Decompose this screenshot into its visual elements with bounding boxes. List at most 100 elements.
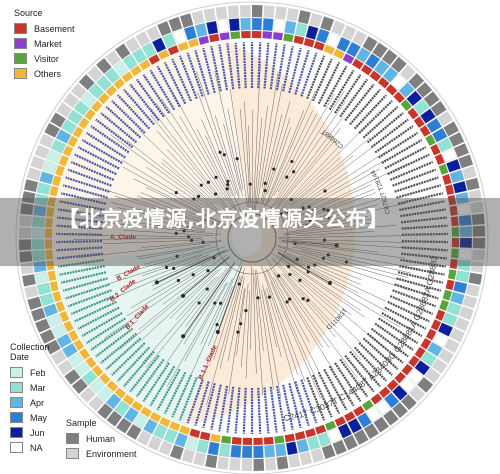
tip-label-glyphs [242, 42, 247, 89]
environment-swatch [66, 448, 79, 459]
sample-ring-cell [181, 448, 195, 464]
sample-ring-cell [471, 213, 485, 225]
date-ring-cell [34, 271, 49, 284]
source-ring-cell [62, 145, 74, 157]
date-ring-cell [67, 109, 84, 125]
source-ring-cell [242, 437, 252, 445]
tree-branch [279, 241, 406, 259]
tree-branch [251, 110, 254, 213]
clade-label: A_Clade [110, 234, 136, 241]
date-ring-cell [426, 117, 442, 133]
source-ring-cell [121, 71, 134, 83]
date-ring-cell [241, 445, 253, 459]
tip-label-glyphs [387, 153, 430, 176]
source-ring-cell [46, 207, 55, 218]
sample-ring-cell [391, 56, 407, 73]
sample-ring-cell [78, 74, 95, 91]
date-ring-cell [337, 423, 353, 439]
tree-node [212, 256, 216, 260]
source-ring-cell [393, 91, 405, 104]
source-ring-cell [47, 270, 57, 282]
tree-node [174, 211, 178, 215]
tree-branch [146, 267, 228, 368]
date-ring-cell [172, 29, 187, 45]
source-ring-cell [188, 38, 199, 48]
tip-label-glyphs [384, 306, 427, 330]
tip-label-glyphs [56, 224, 103, 230]
sample-ring-cell [430, 101, 447, 117]
tree-branch [260, 113, 283, 202]
tip-label-glyphs [171, 58, 192, 102]
tree-branch [156, 130, 237, 221]
tip-label-glyphs [90, 125, 130, 154]
sample-ring-cell [27, 296, 42, 311]
date-ring-cell [62, 343, 78, 359]
tip-label-glyphs [123, 350, 155, 388]
tree-branch [136, 195, 222, 228]
source-ring-cell [451, 227, 459, 237]
tip-label-glyphs [156, 368, 181, 411]
tree-branch [270, 281, 321, 399]
date-ring-cell [42, 160, 58, 174]
source-ring-cell [169, 421, 181, 432]
date-ring-cell [104, 67, 121, 84]
source-ring-cell [438, 163, 449, 175]
sample-ring-cell [408, 73, 425, 89]
date-ring-cell [374, 59, 390, 76]
tree-branch [138, 255, 230, 330]
may-swatch [10, 412, 23, 423]
tip-label-glyphs [275, 44, 286, 91]
source-ring-cell [199, 431, 211, 441]
tree-node [175, 254, 179, 258]
source-ring-cell [420, 338, 432, 350]
tree-branch [271, 157, 341, 221]
tree-branch [166, 149, 233, 219]
tip-label-glyphs [186, 379, 204, 424]
source-ring-cell [342, 53, 355, 65]
date-ring-cell [143, 418, 158, 435]
date-ring-cell [366, 406, 382, 422]
legend-item-mar: Mar [10, 380, 60, 395]
sample-ring-cell [157, 21, 172, 37]
date-ring-cell [174, 432, 188, 448]
source-ring-cell [45, 249, 54, 260]
tip-label-glyphs [397, 271, 444, 284]
sample-ring-cell [45, 339, 61, 355]
sample-ring-cell [409, 385, 426, 402]
source-ring-cell [378, 386, 391, 398]
source-ring-cell [400, 99, 412, 112]
tree-branch [132, 254, 209, 285]
legend-item-feb: Feb [10, 365, 60, 380]
sample-ring-cell [465, 177, 480, 191]
tip-label-glyphs [149, 365, 176, 407]
tree-node [244, 309, 248, 313]
date-ring-cell [133, 413, 149, 429]
source-ring-cell [230, 31, 241, 40]
sample-ring-cell [288, 454, 301, 468]
tree-branch [261, 265, 299, 375]
tree-branches [73, 62, 421, 406]
tip-label-glyphs [257, 42, 262, 89]
market-swatch [14, 38, 27, 49]
tree-node [202, 218, 206, 222]
legend-item-label: Basement [34, 23, 75, 34]
tree-branch [278, 273, 358, 379]
source-ring-cell [323, 44, 335, 55]
legend-item-jun: Jun [10, 425, 60, 440]
tree-branch [264, 289, 282, 357]
tip-label-glyphs [70, 295, 115, 315]
tree-branch [88, 216, 206, 233]
tree-branch [304, 215, 369, 229]
tree-branch [283, 171, 348, 217]
source-ring-cell [210, 433, 221, 443]
sample-ring-cell [22, 274, 36, 287]
tree-branch [179, 115, 237, 212]
date-ring-cell [36, 182, 51, 195]
legend-item-apr: Apr [10, 395, 60, 410]
tree-branch [123, 229, 213, 236]
tip-label-glyphs [317, 61, 341, 105]
tree-branch [300, 250, 408, 278]
sample-ring-cell [35, 318, 51, 333]
tip-label-glyphs [269, 43, 278, 90]
collection-date-legend-title: Collection Date [10, 342, 50, 362]
